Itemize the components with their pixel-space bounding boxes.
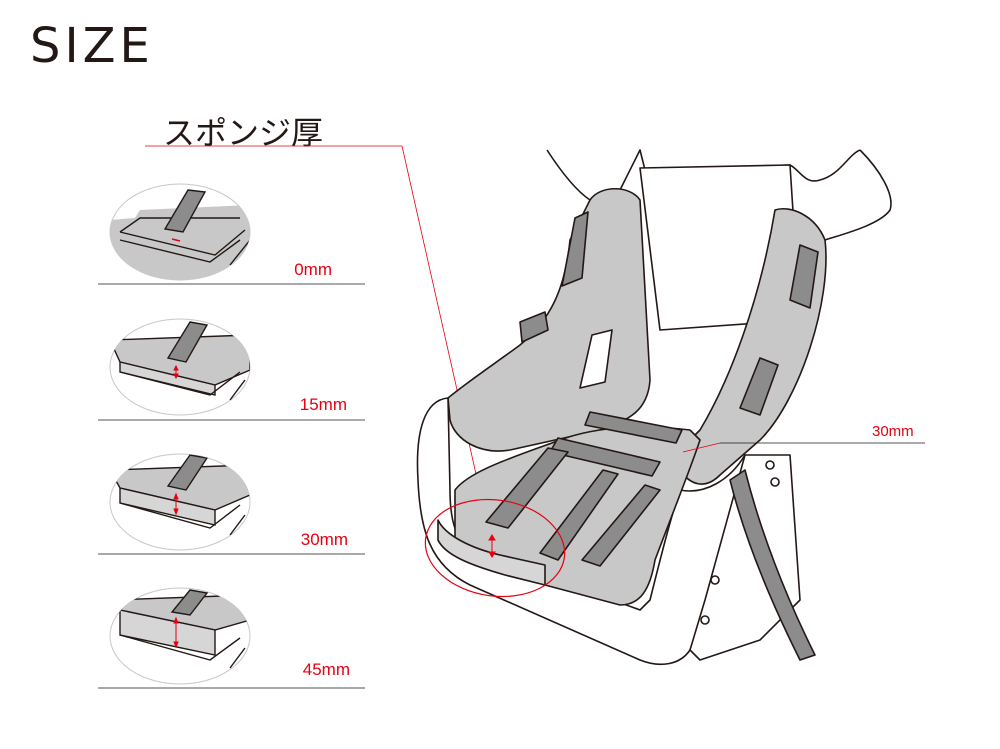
thickness-option-15mm — [98, 318, 365, 421]
seat-callout-label: 30mm — [872, 423, 914, 440]
thickness-label-45mm: 45mm — [302, 660, 350, 679]
seat-thickness-callout-ellipse — [424, 498, 566, 598]
page-title: SIZE — [30, 18, 154, 74]
seat-thickness-arrow — [488, 534, 496, 558]
thickness-option-30mm — [98, 453, 365, 555]
thickness-label-30mm: 30mm — [300, 530, 348, 549]
thickness-label-15mm: 15mm — [299, 395, 347, 414]
thickness-label-0mm: 0mm — [294, 260, 332, 279]
thickness-option-45mm — [98, 587, 365, 689]
bucket-seat-illustration — [416, 149, 892, 666]
seat-callout-leader — [682, 442, 925, 453]
thickness-option-0mm — [98, 183, 365, 285]
